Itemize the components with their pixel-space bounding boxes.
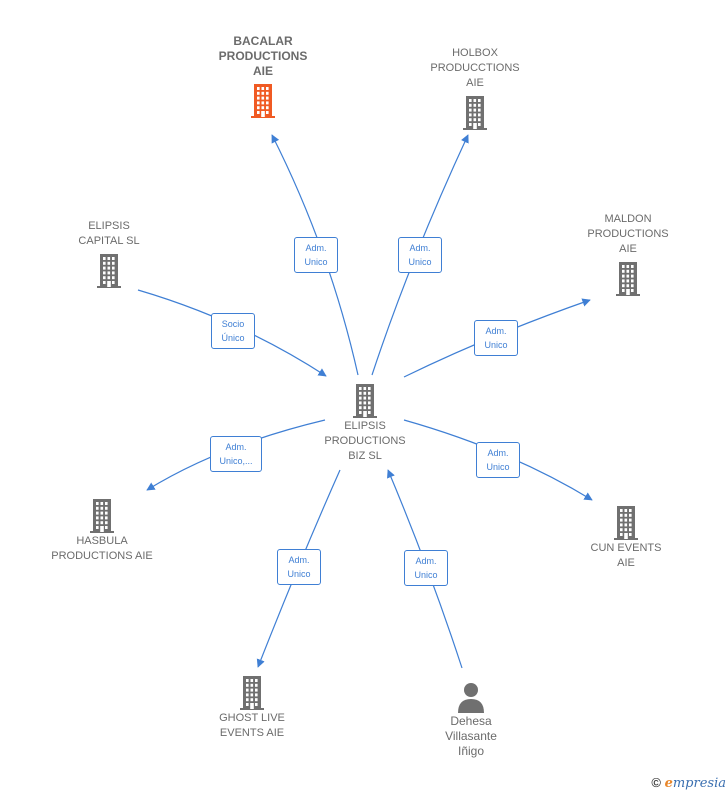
node-label: CUN EVENTS AIE	[590, 542, 662, 569]
brand-logo-e: e	[664, 776, 673, 791]
person-icon	[458, 683, 484, 713]
building-icon	[97, 254, 121, 288]
brand-logo-text: mpresia	[672, 776, 726, 791]
edge-badge-dehesa[interactable]: Adm. Unico	[404, 550, 448, 586]
node-label: ELIPSIS CAPITAL SL	[78, 220, 140, 247]
building-icon	[240, 676, 264, 710]
edge-badge-maldon[interactable]: Adm. Unico	[474, 320, 518, 356]
node-hasbula-productions[interactable]: HASBULA PRODUCTIONS AIE	[40, 498, 164, 564]
edge-badge-holbox[interactable]: Adm. Unico	[398, 237, 442, 273]
node-label: Dehesa Villasante Iñigo	[445, 714, 497, 758]
node-holbox-producctions[interactable]: HOLBOX PRODUCCTIONS AIE	[420, 46, 530, 131]
node-elipsis-productions-biz[interactable]: ELIPSIS PRODUCTIONS BIZ SL	[313, 383, 417, 464]
edge-badge-cun[interactable]: Adm. Unico	[476, 442, 520, 478]
node-label: HASBULA PRODUCTIONS AIE	[51, 535, 153, 562]
edge-badge-bacalar[interactable]: Adm. Unico	[294, 237, 338, 273]
node-cun-events[interactable]: CUN EVENTS AIE	[580, 505, 672, 571]
building-icon	[90, 499, 114, 533]
edge-badge-hasbula[interactable]: Adm. Unico,...	[210, 436, 262, 472]
node-label: GHOST LIVE EVENTS AIE	[219, 712, 285, 739]
node-elipsis-capital[interactable]: ELIPSIS CAPITAL SL	[60, 219, 158, 289]
building-icon	[616, 262, 640, 296]
node-bacalar-productions[interactable]: BACALAR PRODUCTIONS AIE	[208, 34, 318, 119]
edge-badge-ghost[interactable]: Adm. Unico	[277, 549, 321, 585]
node-label: HOLBOX PRODUCCTIONS AIE	[430, 47, 520, 89]
node-label: BACALAR PRODUCTIONS AIE	[218, 34, 308, 78]
building-icon	[614, 506, 638, 540]
building-icon	[251, 84, 275, 118]
edge-badge-capital[interactable]: Socio Único	[211, 313, 255, 349]
node-dehesa-villasante[interactable]: Dehesa Villasante Iñigo	[428, 682, 514, 759]
copyright-icon: ©	[651, 775, 661, 790]
brand-footer: © empresia	[651, 775, 726, 791]
node-label: ELIPSIS PRODUCTIONS BIZ SL	[324, 420, 406, 462]
node-ghost-live-events[interactable]: GHOST LIVE EVENTS AIE	[204, 675, 300, 741]
building-icon	[463, 96, 487, 130]
node-label: MALDON PRODUCTIONS AIE	[587, 213, 669, 255]
building-icon	[353, 384, 377, 418]
node-maldon-productions[interactable]: MALDON PRODUCTIONS AIE	[576, 212, 680, 297]
